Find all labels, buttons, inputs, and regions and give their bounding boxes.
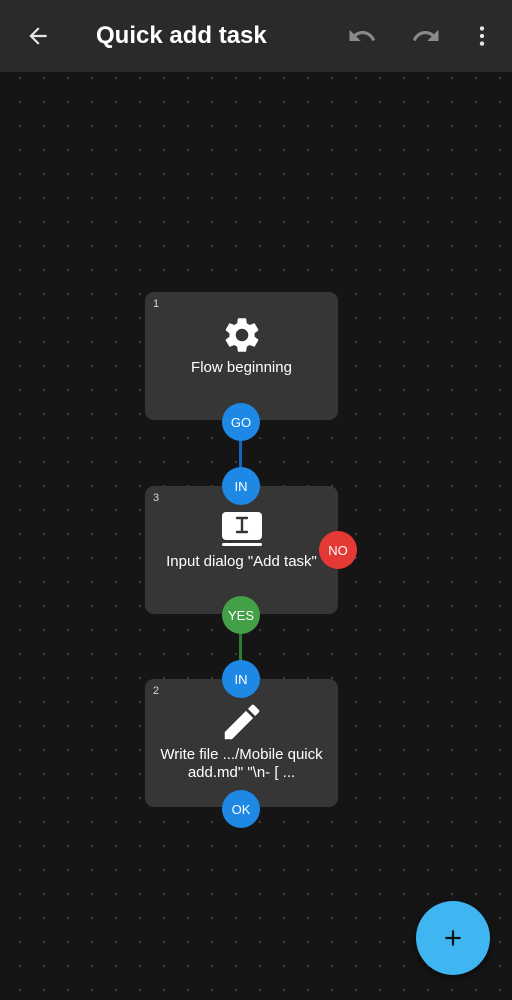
plus-icon bbox=[445, 930, 461, 946]
connection-go-in bbox=[239, 438, 242, 470]
flow-block-input-dialog[interactable]: 3 Input dialog "Add task" bbox=[145, 486, 338, 614]
block-number: 1 bbox=[153, 298, 160, 310]
more-options-button[interactable] bbox=[458, 12, 506, 60]
add-block-button[interactable] bbox=[416, 901, 490, 975]
block-label: Input dialog "Add task" bbox=[166, 553, 317, 570]
port-ok[interactable]: OK bbox=[222, 790, 260, 828]
back-button[interactable] bbox=[14, 12, 62, 60]
flow-block-write-file[interactable]: 2 Write file .../Mobile quick add.md" "\… bbox=[145, 679, 338, 807]
block-label: Flow beginning bbox=[191, 359, 292, 376]
port-go[interactable]: GO bbox=[222, 403, 260, 441]
redo-button[interactable] bbox=[402, 12, 450, 60]
pencil-icon bbox=[224, 704, 259, 740]
block-number: 3 bbox=[153, 492, 160, 504]
page-title: Quick add task bbox=[96, 22, 267, 49]
port-no[interactable]: NO bbox=[319, 531, 357, 569]
top-app-bar: Quick add task bbox=[0, 0, 512, 72]
port-in[interactable]: IN bbox=[222, 467, 260, 505]
port-yes[interactable]: YES bbox=[222, 596, 260, 634]
undo-icon bbox=[349, 29, 376, 41]
gear-icon bbox=[225, 318, 258, 352]
undo-button[interactable] bbox=[338, 12, 386, 60]
redo-icon bbox=[412, 29, 439, 41]
flow-block-flow-beginning[interactable]: 1 Flow beginning bbox=[145, 292, 338, 420]
block-label: Write file .../Mobile quick add.md" "\n-… bbox=[160, 746, 323, 781]
block-number: 2 bbox=[153, 685, 160, 697]
back-arrow-icon bbox=[29, 27, 47, 45]
port-in[interactable]: IN bbox=[222, 660, 260, 698]
input-dialog-icon bbox=[221, 512, 262, 546]
more-vertical-icon bbox=[479, 26, 485, 46]
connection-yes-in bbox=[239, 631, 242, 663]
